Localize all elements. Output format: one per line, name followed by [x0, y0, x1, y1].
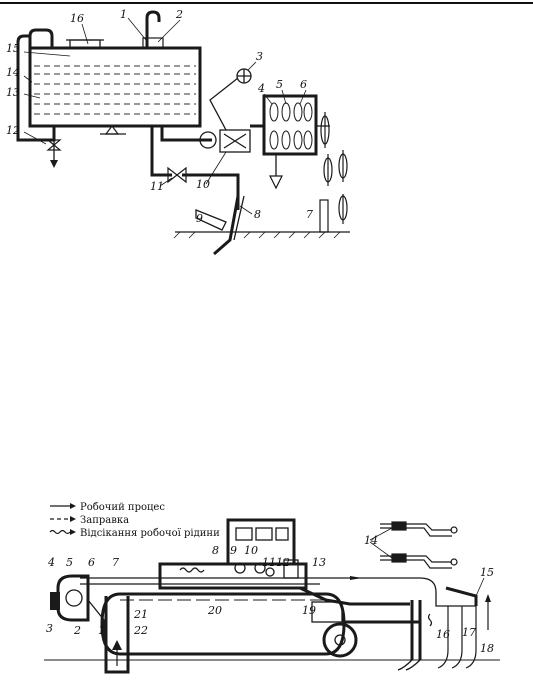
injector-frame: [445, 586, 478, 606]
top-callouts: 1 2 3 4 5 6 7 8 9 10 11 12 13 14 15 16: [6, 8, 313, 225]
filling-pump: [56, 574, 90, 622]
callout-10: 10: [196, 178, 210, 191]
callout-4: 4: [257, 82, 265, 95]
callout-b2: 2: [73, 624, 81, 637]
pump: [219, 129, 251, 153]
callout-b10: 10: [244, 544, 258, 557]
dosing-cylinders: [269, 102, 313, 150]
bottom-callouts: 1 2 3 4 5 6 7 8 9 10 11 12 13 14 15 16 1…: [46, 527, 494, 655]
callout-12: 12: [6, 124, 20, 137]
callout-b16: 16: [436, 628, 450, 641]
injector-shoe: [195, 209, 227, 231]
valve-block: [179, 559, 299, 579]
level-pipe: [28, 28, 54, 58]
legend-label-working: Робочий процес: [80, 502, 165, 513]
callout-b15: 15: [480, 566, 494, 579]
callout-15: 15: [6, 42, 20, 55]
filling-hose: [87, 599, 105, 640]
callout-b5: 5: [66, 556, 73, 569]
callout-b8: 8: [212, 544, 219, 557]
callout-16: 16: [70, 12, 84, 25]
legend-label-cutoff: Відсікання робочої рідини: [80, 528, 220, 539]
callout-b3: 3: [46, 622, 53, 635]
legend-label-filling: Заправка: [80, 515, 129, 526]
control-lever: [209, 77, 239, 131]
top-figure: 1 2 3 4 5 6 7 8 9 10 11 12 13 14 15 16: [6, 8, 350, 256]
shutoff-valve: [167, 166, 187, 184]
callout-b20: 20: [207, 604, 222, 617]
callout-11: 11: [150, 180, 164, 193]
callout-2: 2: [175, 8, 183, 21]
tank: [28, 46, 202, 128]
pump-motor: [50, 592, 60, 610]
filler-column: [104, 596, 130, 674]
legend-wavy-arrow: [49, 529, 71, 535]
callout-b7: 7: [112, 556, 119, 569]
page-top-rule: [0, 2, 533, 4]
callout-b13: 13: [312, 556, 326, 569]
vent-cap: [142, 37, 164, 49]
liquid-level: [34, 65, 196, 115]
callout-8: 8: [254, 208, 261, 221]
callout-6: 6: [300, 78, 307, 91]
sample-tubes: [319, 112, 348, 233]
callout-b12: 12: [276, 556, 290, 569]
callout-b1: 1: [98, 624, 105, 637]
feed-pipe: [160, 126, 212, 142]
callout-b4: 4: [47, 556, 55, 569]
callout-9: 9: [196, 212, 203, 225]
rear-wheel: [322, 622, 358, 658]
callout-7: 7: [306, 208, 313, 221]
callout-5: 5: [276, 78, 283, 91]
vent-pipe: [145, 10, 161, 48]
tractor-body: [158, 562, 308, 590]
ground-hatch: [173, 231, 341, 239]
main-supply-line: [80, 577, 437, 593]
callout-b19: 19: [302, 604, 316, 617]
callout-b21: 21: [133, 608, 148, 621]
injector-feed: [435, 592, 476, 607]
metering-pump: [311, 601, 343, 623]
callout-b17: 17: [462, 626, 476, 639]
callout-3: 3: [256, 50, 263, 63]
callout-14: 14: [6, 66, 20, 79]
drain-valve: [46, 139, 62, 151]
outlet-pipe: [150, 126, 172, 177]
callout-b22: 22: [133, 624, 148, 637]
drain-outlet: [50, 160, 58, 168]
callout-b18: 18: [480, 642, 494, 655]
callout-1: 1: [120, 8, 127, 21]
injector-tine: [213, 195, 240, 256]
callout-b9: 9: [230, 544, 237, 557]
callout-b6: 6: [88, 556, 95, 569]
bottom-figure: Робочий процес Заправка Відсікання робоч…: [44, 502, 500, 674]
callout-b14: 14: [364, 534, 378, 547]
pressure-gauge: [199, 131, 217, 149]
callout-b11: 11: [262, 556, 276, 569]
spare-hoses: [380, 521, 458, 569]
legend: Робочий процес Заправка Відсікання робоч…: [49, 502, 220, 539]
callout-13: 13: [6, 86, 20, 99]
